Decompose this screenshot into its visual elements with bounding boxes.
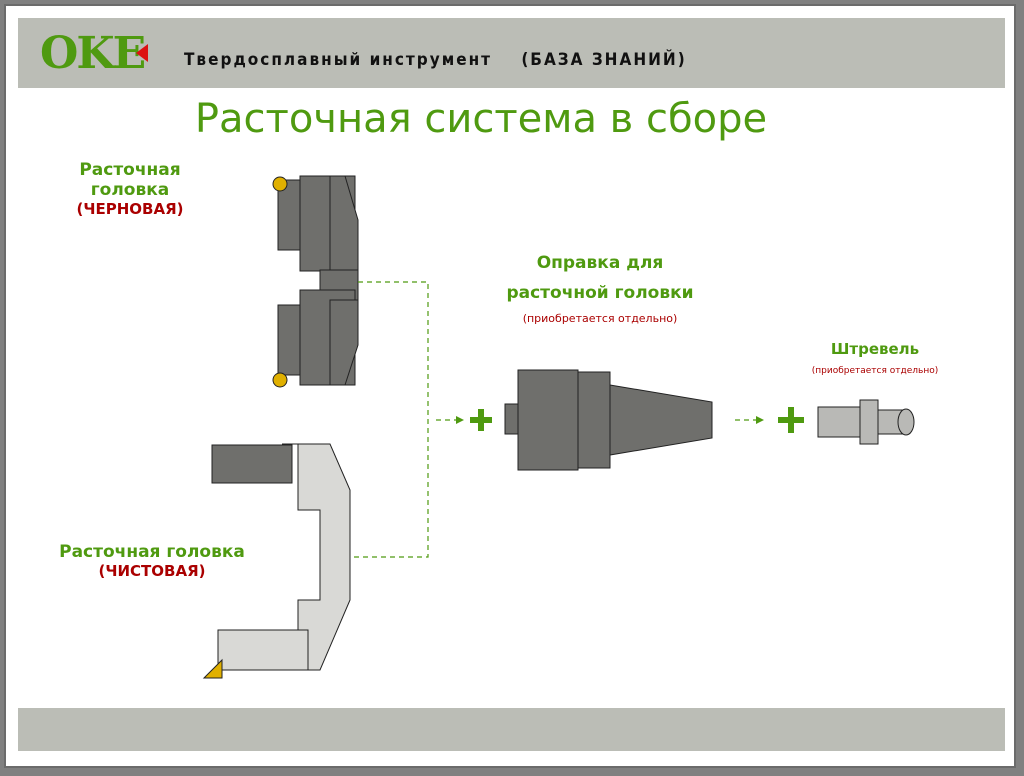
- holder-note: (приобретается отдельно): [522, 312, 678, 325]
- oke-logo: OKE: [40, 32, 148, 76]
- finish-boring-head: [202, 443, 351, 679]
- footer-bar: [18, 708, 1005, 751]
- rough-boring-head: [272, 175, 359, 388]
- boring-holder: [504, 369, 713, 471]
- header-subtitle: Твердосплавный инструмент (БАЗА ЗНАНИЙ): [184, 50, 687, 70]
- logo-flag-icon: [136, 44, 148, 62]
- pull-stud-label: Штревель: [830, 340, 920, 358]
- connection-lines: [350, 281, 756, 558]
- rough-head-label: Расточная головка(ЧЕРНОВАЯ): [76, 160, 184, 218]
- knowledge-base-label: (БАЗА ЗНАНИЙ): [521, 50, 687, 70]
- slide-frame: [4, 4, 1016, 768]
- page-title: Расточная система в сборе: [194, 96, 768, 142]
- pull-stud-note: (приобретается отдельно): [811, 366, 939, 376]
- finish-head-label: Расточная головка(ЧИСТОВАЯ): [59, 542, 245, 580]
- header-bar: OKE Твердосплавный инструмент (БАЗА ЗНАН…: [18, 18, 1005, 88]
- pull-stud: [817, 399, 915, 445]
- arrow-icons: [456, 407, 804, 433]
